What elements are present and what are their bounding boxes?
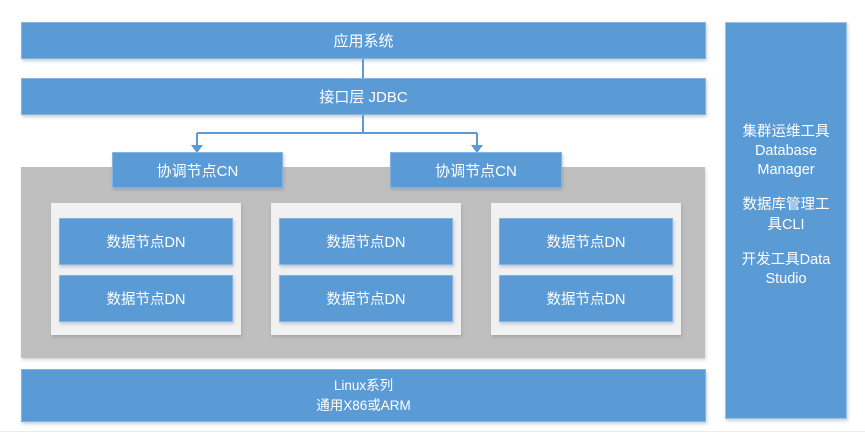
coordinator-node-2-label: 协调节点CN <box>435 162 517 180</box>
application-layer-label: 应用系统 <box>333 33 394 50</box>
os-layer-bar: Linux系列 通用X86或ARM <box>21 369 706 422</box>
data-node-group-2: 数据节点DN 数据节点DN <box>271 203 461 335</box>
tool-cluster-ops: 集群运维工具 Database Manager <box>742 124 830 179</box>
tool-db-management-cli: 数据库管理工 具CLI <box>742 197 830 233</box>
data-node: 数据节点DN <box>499 218 673 265</box>
data-node: 数据节点DN <box>499 275 673 322</box>
coordinator-node-1-label: 协调节点CN <box>156 162 239 180</box>
data-node-label: 数据节点DN <box>326 292 406 308</box>
data-node: 数据节点DN <box>59 275 233 322</box>
data-node: 数据节点DN <box>279 275 453 322</box>
data-node: 数据节点DN <box>279 218 453 265</box>
coordinator-node-2: 协调节点CN <box>390 152 562 188</box>
data-node: 数据节点DN <box>59 218 233 265</box>
data-node-label: 数据节点DN <box>106 235 186 251</box>
data-node-group-1: 数据节点DN 数据节点DN <box>51 203 241 335</box>
data-node-label: 数据节点DN <box>326 235 406 251</box>
data-node-label: 数据节点DN <box>546 235 626 251</box>
data-node-label: 数据节点DN <box>106 292 186 308</box>
coordinator-node-1: 协调节点CN <box>112 152 283 188</box>
data-node-group-3: 数据节点DN 数据节点DN <box>491 203 681 335</box>
tools-sidebar: 集群运维工具 Database Manager 数据库管理工 具CLI 开发工具… <box>725 22 847 419</box>
interface-layer-bar: 接口层 JDBC <box>21 78 706 115</box>
data-node-label: 数据节点DN <box>546 292 626 308</box>
page-bottom-divider <box>0 431 865 432</box>
application-layer-bar: 应用系统 <box>21 22 706 59</box>
interface-layer-label: 接口层 JDBC <box>319 89 408 106</box>
os-layer-label: Linux系列 通用X86或ARM <box>316 377 411 413</box>
tool-data-studio: 开发工具Data Studio <box>741 251 831 287</box>
